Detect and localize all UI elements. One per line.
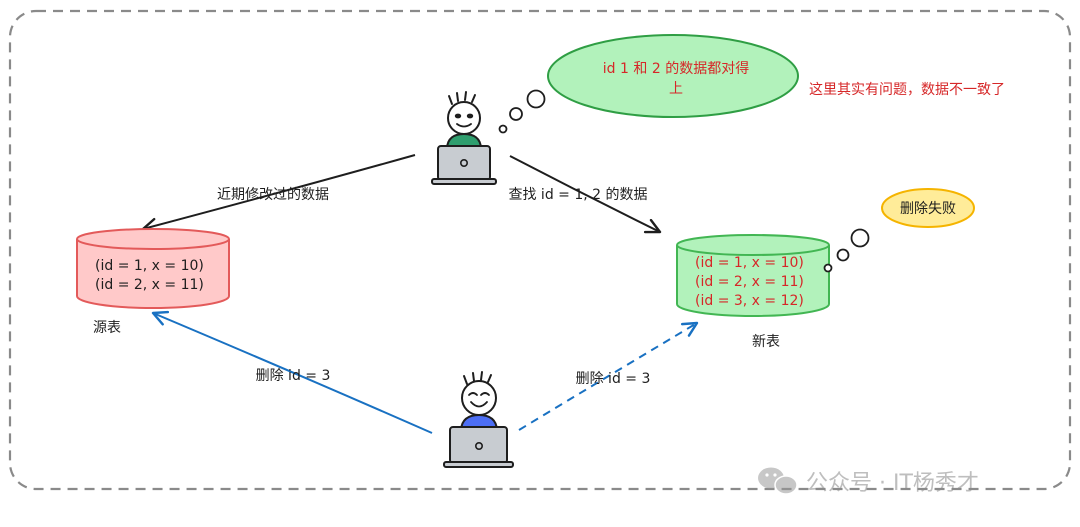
watermark: 公众号 · IT杨秀才 — [758, 467, 979, 496]
source-row-2: (id = 2, x = 11) — [95, 277, 204, 293]
thought-top-line1: id 1 和 2 的数据都对得 — [603, 60, 749, 77]
delete-user-icon — [443, 371, 514, 468]
source-table-name: 源表 — [93, 320, 121, 336]
label-delete-right: 删除 id = 3 — [576, 371, 651, 387]
arrow-delete-source — [151, 310, 433, 434]
laptop-base — [431, 178, 497, 185]
hair — [463, 371, 492, 385]
label-delete-left: 删除 id = 3 — [256, 368, 331, 384]
arrow-to-source — [141, 154, 416, 234]
target-row-1: (id = 1, x = 10) — [695, 255, 804, 271]
dashed-frame — [8, 9, 1072, 491]
target-row-3: (id = 3, x = 12) — [695, 293, 804, 309]
head — [447, 101, 481, 135]
thought-bubble-top — [547, 34, 799, 118]
target-table-cylinder — [676, 234, 830, 317]
arrow-to-target — [509, 155, 662, 234]
head — [461, 380, 497, 416]
laptop-screen — [449, 426, 508, 464]
thought-top-line2: 上 — [669, 81, 683, 97]
body — [445, 132, 483, 149]
fail-bubble — [881, 188, 975, 228]
wechat-icon — [758, 467, 798, 495]
target-table-name: 新表 — [752, 334, 780, 350]
watermark-text: 公众号 · IT杨秀才 — [806, 471, 979, 496]
source-row-1: (id = 1, x = 10) — [95, 258, 204, 274]
source-table-cylinder — [76, 228, 230, 309]
label-recent-modified: 近期修改过的数据 — [217, 187, 329, 203]
fail-bubble-text: 删除失败 — [900, 201, 956, 217]
hair — [448, 91, 476, 105]
laptop-screen — [437, 145, 491, 181]
thought-dots-fail — [823, 228, 870, 273]
query-user-icon — [431, 91, 497, 185]
laptop-base — [443, 461, 514, 468]
inconsistency-note: 这里其实有问题，数据不一致了 — [809, 81, 1005, 98]
label-find-ids: 查找 id = 1, 2 的数据 — [508, 187, 647, 203]
arrow-delete-target — [518, 321, 699, 431]
thought-dots-top — [498, 89, 546, 134]
target-row-2: (id = 2, x = 11) — [695, 274, 804, 290]
